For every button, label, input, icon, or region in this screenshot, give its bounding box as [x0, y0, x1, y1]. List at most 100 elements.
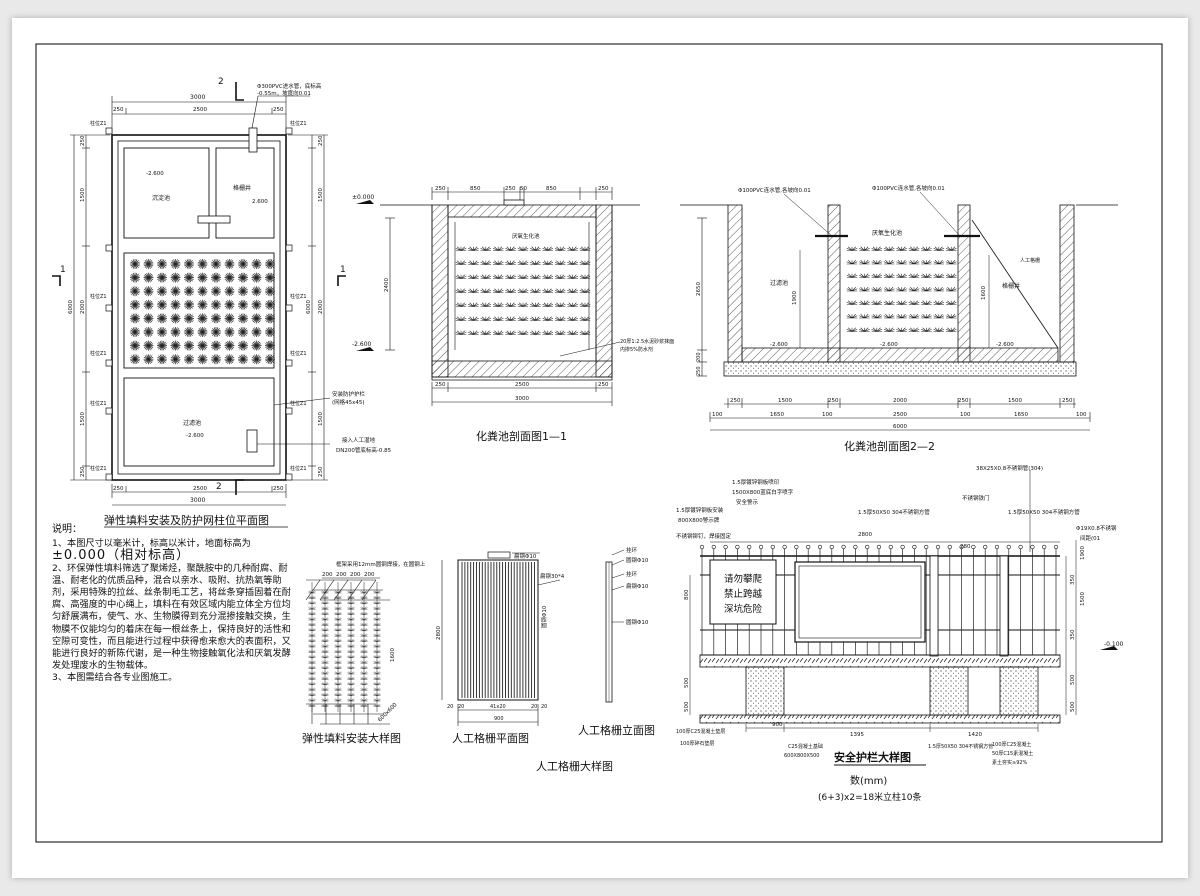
- filler-star: [143, 285, 154, 297]
- filler-tuft: [360, 681, 368, 686]
- filler-tuft: [334, 638, 342, 642]
- filler-tuft: [360, 617, 368, 621]
- filler-tuft: [846, 300, 858, 305]
- fence-base-3: C25混凝土基础: [788, 743, 823, 750]
- filler-star: [143, 353, 154, 365]
- sign-line-3: 深坑危险: [724, 603, 763, 615]
- fence-count: (6+3)x2=18米立柱10条: [818, 791, 922, 803]
- filler-star: [237, 299, 249, 311]
- filler-star: [170, 340, 181, 351]
- s2-level-1: -2.600: [770, 342, 788, 348]
- s2-pipe2: Φ100PVC连水管,各坡向0.01: [872, 184, 945, 192]
- section1-title: 化粪池剖面图1—1: [476, 429, 567, 443]
- filler-tuft: [542, 330, 554, 335]
- filler-tuft: [846, 259, 858, 265]
- s2-h1: 1900: [792, 291, 798, 305]
- notes-heading: 说明：: [52, 524, 82, 535]
- filler-tuft: [554, 330, 566, 335]
- filler-tuft: [505, 246, 517, 251]
- note-3: 3、本图需结合各专业图施工。: [52, 672, 178, 684]
- filler-star: [210, 313, 222, 324]
- filler-star: [237, 353, 249, 365]
- s2-h2: 1600: [981, 286, 987, 300]
- filler-tuft: [883, 327, 895, 332]
- filler-tuft: [308, 660, 316, 664]
- s2-mid-g: 100: [1076, 412, 1087, 418]
- filler-tuft: [321, 649, 329, 653]
- fence-board-2: 1500X800蓝底白字喷字: [732, 488, 794, 496]
- fence-spike: [817, 544, 823, 550]
- filler-tuft: [883, 273, 895, 278]
- filler-tuft: [883, 300, 895, 305]
- filler-tuft: [360, 600, 368, 605]
- filler-star: [156, 353, 168, 365]
- filler-tuft: [321, 600, 329, 605]
- filler-tuft: [933, 246, 945, 251]
- filler-tuft: [360, 611, 368, 615]
- filler-tuft: [347, 600, 355, 605]
- s2-mid-d: 2500: [893, 412, 907, 418]
- filler-tuft: [896, 273, 908, 278]
- filler-tuft: [567, 288, 579, 293]
- cut-label-1b: 1: [340, 265, 346, 275]
- filler-tuft: [360, 633, 368, 637]
- filler-tuft: [492, 274, 504, 279]
- filler-tuft: [455, 330, 467, 335]
- filler-tuft: [360, 627, 368, 632]
- filler-tuft: [920, 300, 932, 305]
- plan-dim-left-e: 250: [80, 466, 86, 477]
- filler-star: [237, 272, 249, 283]
- s1-dim-top-d: 50: [520, 186, 527, 192]
- s2-mid-f: 1650: [1014, 412, 1028, 418]
- filler-star: [197, 340, 208, 351]
- filler-tuft: [373, 627, 381, 632]
- filler-star: [129, 313, 141, 324]
- filler-tuft: [347, 606, 355, 610]
- fence-rbase-1: 100厚C25混凝土: [992, 741, 1031, 748]
- cut-markers: [52, 82, 346, 495]
- filler-star: [251, 353, 262, 365]
- fence-bar-note-2: 间距(01: [1080, 534, 1100, 542]
- sheet-frame: [35, 43, 1163, 843]
- filler-tuft: [455, 260, 467, 265]
- filler-star: [224, 258, 235, 270]
- col-label-10: 柱位Z1: [290, 465, 307, 472]
- filler-tuft: [920, 313, 932, 319]
- outflow-note-2: DN200管底标高-0.85: [336, 446, 392, 454]
- fence-board-5: 800X800警示牌: [678, 516, 720, 524]
- filler-tuft: [360, 590, 368, 594]
- fence-dim-2800: 2800: [858, 532, 872, 538]
- filler-tuft: [908, 286, 920, 292]
- filler-tuft: [554, 246, 566, 251]
- filler-tuft: [492, 316, 504, 321]
- filler-tuft: [334, 681, 342, 686]
- filler-tuft: [871, 273, 883, 278]
- filler-tuft: [554, 302, 566, 307]
- filler-tuft: [347, 627, 355, 632]
- filler-tuft: [908, 327, 920, 332]
- plan-dim-left-c: 2000: [80, 300, 86, 314]
- filler-tuft: [579, 316, 591, 321]
- s1-level-top: ±0.000: [352, 194, 374, 201]
- filler-tuft: [908, 273, 920, 278]
- filler-tuft: [347, 622, 355, 626]
- filler-tuft: [321, 590, 329, 594]
- filler-star: [210, 258, 222, 270]
- filler-star: [237, 285, 249, 297]
- fence-spike: [1030, 544, 1035, 550]
- note-1-level: ±0.000（相对标高）: [52, 548, 191, 564]
- filler-tuft: [542, 316, 554, 321]
- fence-footing-right: [999, 666, 1039, 716]
- filler-tuft: [347, 665, 355, 669]
- section1-wall-right: [595, 204, 613, 378]
- filler-tuft: [334, 671, 342, 675]
- filler-star: [197, 299, 208, 311]
- filler-tuft: [347, 660, 355, 664]
- level-label-2: 2.600: [252, 199, 268, 205]
- elev-label-4: 扁钢Φ10: [626, 582, 649, 590]
- filler-star: [156, 326, 168, 338]
- filler-tuft: [334, 622, 342, 626]
- filler-tuft: [347, 692, 355, 696]
- elev-label-3: 挂环: [626, 570, 638, 578]
- room-label-grid: 格栅井: [233, 184, 251, 192]
